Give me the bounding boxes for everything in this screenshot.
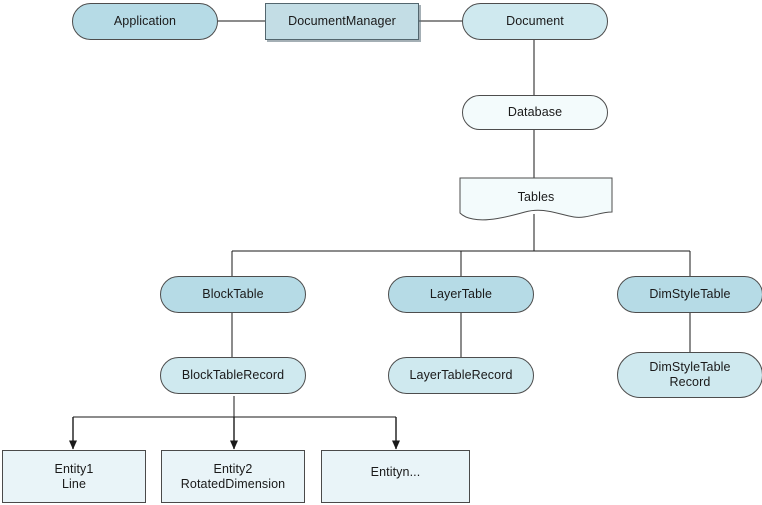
- node-tables[interactable]: Tables: [459, 177, 613, 223]
- node-dim-style-table-label: DimStyleTable: [649, 287, 731, 301]
- node-entityn[interactable]: Entityn...: [321, 450, 470, 503]
- node-block-table[interactable]: BlockTable: [160, 276, 306, 313]
- node-document-label: Document: [506, 14, 564, 28]
- node-application[interactable]: Application: [72, 3, 218, 40]
- document-wave-shape-icon: [459, 177, 613, 221]
- node-entityn-label: Entityn...: [370, 465, 421, 479]
- node-document-manager-label: DocumentManager: [288, 14, 396, 28]
- node-entity1[interactable]: Entity1 Line: [2, 450, 146, 503]
- node-dim-style-table-record[interactable]: DimStyleTable Record: [617, 352, 762, 398]
- node-block-table-record-label: BlockTableRecord: [181, 368, 285, 382]
- node-dim-style-table-record-label: DimStyleTable Record: [649, 360, 731, 389]
- node-entity2[interactable]: Entity2 RotatedDimension: [161, 450, 305, 503]
- node-layer-table[interactable]: LayerTable: [388, 276, 534, 313]
- node-entity2-label: Entity2 RotatedDimension: [180, 461, 286, 491]
- node-dim-style-table[interactable]: DimStyleTable: [617, 276, 762, 313]
- node-entity1-label: Entity1 Line: [54, 461, 94, 491]
- node-block-table-record[interactable]: BlockTableRecord: [160, 357, 306, 394]
- node-tables-label: Tables: [517, 190, 555, 204]
- node-layer-table-record-label: LayerTableRecord: [409, 368, 513, 382]
- node-database[interactable]: Database: [462, 95, 608, 130]
- node-layer-table-record[interactable]: LayerTableRecord: [388, 357, 534, 394]
- node-application-label: Application: [113, 14, 177, 28]
- node-document[interactable]: Document: [462, 3, 608, 40]
- node-layer-table-label: LayerTable: [429, 287, 493, 301]
- node-document-manager[interactable]: DocumentManager: [265, 3, 419, 40]
- node-database-label: Database: [507, 105, 563, 119]
- node-block-table-label: BlockTable: [202, 287, 264, 301]
